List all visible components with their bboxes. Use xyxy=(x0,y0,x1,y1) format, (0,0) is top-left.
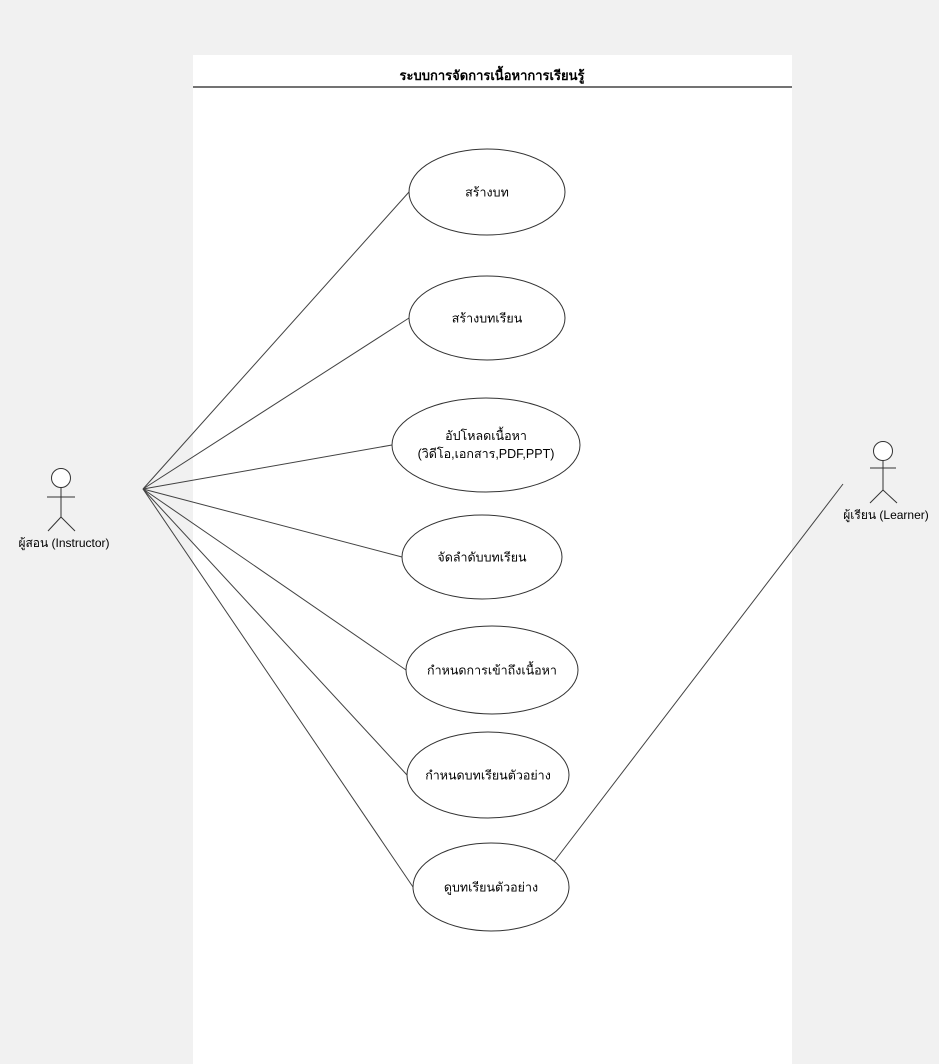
actor-left-leg xyxy=(869,489,884,504)
actor-instructor[interactable]: ผู้สอน (Instructor) xyxy=(18,468,110,552)
usecase-create-lesson[interactable]: สร้างบทเรียน xyxy=(408,275,566,361)
usecase-ellipse[interactable] xyxy=(405,625,579,715)
actor-learner[interactable]: ผู้เรียน (Learner) xyxy=(843,441,929,524)
connector-learner-view-sample-lesson[interactable] xyxy=(539,483,844,881)
connector-instructor-set-content-access[interactable] xyxy=(142,488,407,671)
usecase-ellipse[interactable] xyxy=(401,514,563,600)
usecase-label-line2: (วิดีโอ,เอกสาร,PDF,PPT) xyxy=(418,446,555,461)
usecase-label: สร้างบท xyxy=(465,186,509,200)
usecase-label: ดูบทเรียนตัวอย่าง xyxy=(444,881,538,896)
usecase-ellipse[interactable] xyxy=(408,148,566,236)
actor-learner-label: ผู้เรียน (Learner) xyxy=(843,508,929,523)
usecase-ellipse[interactable] xyxy=(412,842,570,932)
usecase-ellipse[interactable] xyxy=(408,275,566,361)
actor-instructor-label: ผู้สอน (Instructor) xyxy=(18,536,109,551)
connector-instructor-create-lesson[interactable] xyxy=(142,317,410,490)
actor-left-leg xyxy=(47,516,62,532)
system-boundary-title: ระบบการจัดการเนื้อหาการเรียนรู้ xyxy=(400,65,585,84)
usecase-order-lessons[interactable]: จัดลำดับบทเรียน xyxy=(401,514,563,600)
usecase-label: กำหนดบทเรียนตัวอย่าง xyxy=(425,769,551,783)
connector-group xyxy=(142,191,844,888)
usecase-view-sample-lesson[interactable]: ดูบทเรียนตัวอย่าง xyxy=(412,842,570,932)
usecase-upload-content[interactable]: อัปโหลดเนื้อหา (วิดีโอ,เอกสาร,PDF,PPT) xyxy=(391,397,581,493)
usecase-set-sample-lesson[interactable]: กำหนดบทเรียนตัวอย่าง xyxy=(406,731,570,819)
actor-head xyxy=(51,468,71,488)
usecase-ellipse[interactable] xyxy=(391,397,581,493)
connector-instructor-view-sample-lesson[interactable] xyxy=(142,488,414,888)
actor-right-leg xyxy=(882,489,898,504)
usecase-label: กำหนดการเข้าถึงเนื้อหา xyxy=(427,661,557,678)
usecase-label-line1: อัปโหลดเนื้อหา xyxy=(445,426,527,443)
connector-instructor-order-lessons[interactable] xyxy=(142,488,403,558)
actor-head xyxy=(873,441,893,461)
connector-instructor-set-sample-lesson[interactable] xyxy=(142,488,408,776)
connector-instructor-upload-content[interactable] xyxy=(142,444,393,490)
usecase-label: สร้างบทเรียน xyxy=(452,312,523,326)
usecase-set-content-access[interactable]: กำหนดการเข้าถึงเนื้อหา xyxy=(405,625,579,715)
connector-instructor-create-chapter[interactable] xyxy=(142,191,410,490)
usecase-ellipse[interactable] xyxy=(406,731,570,819)
actor-right-leg xyxy=(60,516,76,532)
usecase-create-chapter[interactable]: สร้างบท xyxy=(408,148,566,236)
usecase-label: จัดลำดับบทเรียน xyxy=(437,551,527,565)
